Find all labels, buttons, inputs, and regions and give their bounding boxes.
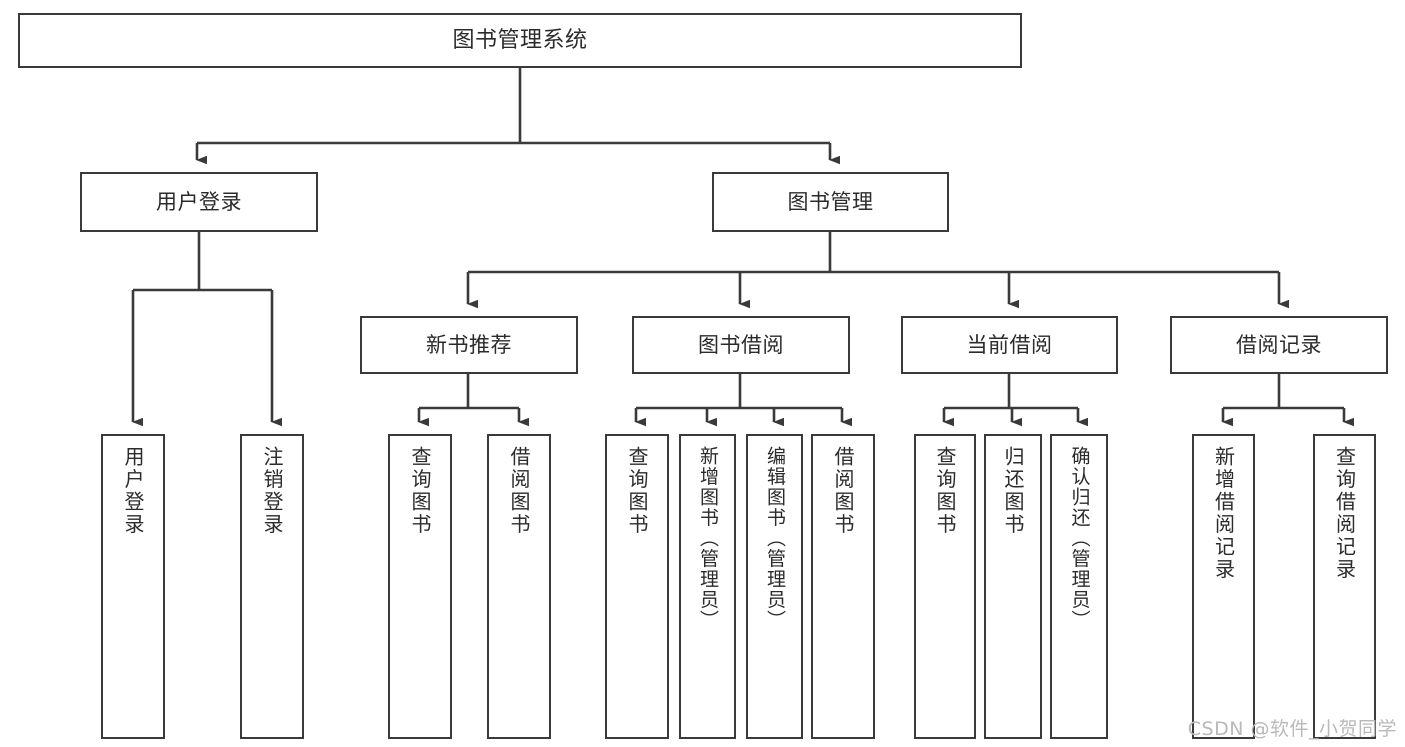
node-query-book-current[interactable]: 查询图书 [914,434,976,739]
node-current-borrow[interactable]: 当前借阅 [901,316,1118,374]
node-add-book-admin[interactable]: 新增图书（管理员） [679,434,736,739]
node-query-book-current-label: 查询图书 [933,446,957,536]
node-add-borrow-record-label: 新增借阅记录 [1211,446,1236,581]
node-query-book-rec-label: 查询图书 [408,446,432,536]
node-return-book[interactable]: 归还图书 [984,434,1042,739]
node-edit-book-admin-label: 编辑图书（管理员） [764,446,786,631]
node-new-book-rec[interactable]: 新书推荐 [360,316,578,374]
node-add-book-admin-label: 新增图书（管理员） [697,446,719,631]
node-new-book-rec-label: 新书推荐 [426,332,512,357]
node-user-logout-leaf[interactable]: 注销登录 [240,434,304,739]
node-query-book-rec[interactable]: 查询图书 [388,434,452,739]
node-user-login-leaf-label: 用户登录 [121,446,145,536]
node-book-borrow[interactable]: 图书借阅 [632,316,850,374]
node-user-login[interactable]: 用户登录 [80,172,318,232]
node-add-borrow-record[interactable]: 新增借阅记录 [1192,434,1255,739]
node-book-borrow-label: 图书借阅 [698,332,784,357]
node-borrow-book-action-label: 借阅图书 [831,446,855,536]
node-edit-book-admin[interactable]: 编辑图书（管理员） [746,434,803,739]
node-user-logout-leaf-label: 注销登录 [260,446,284,536]
node-borrow-book-rec[interactable]: 借阅图书 [487,434,551,739]
node-query-book-borrow-label: 查询图书 [625,446,649,536]
node-root[interactable]: 图书管理系统 [18,13,1022,68]
node-user-login-leaf[interactable]: 用户登录 [101,434,165,739]
node-borrow-record[interactable]: 借阅记录 [1170,316,1388,374]
node-root-label: 图书管理系统 [452,27,588,53]
node-query-borrow-record-label: 查询借阅记录 [1332,446,1357,581]
node-book-manage-label: 图书管理 [787,189,874,214]
node-query-book-borrow[interactable]: 查询图书 [605,434,669,739]
node-user-login-label: 用户登录 [156,189,242,214]
node-current-borrow-label: 当前借阅 [966,332,1053,357]
node-query-borrow-record[interactable]: 查询借阅记录 [1313,434,1376,739]
node-confirm-return-admin-label: 确认归还（管理员） [1068,446,1091,631]
node-return-book-label: 归还图书 [1001,446,1025,536]
node-book-manage[interactable]: 图书管理 [712,172,949,232]
node-confirm-return-admin[interactable]: 确认归还（管理员） [1050,434,1108,739]
watermark-text: CSDN @软件_小贺同学 [1187,718,1397,740]
node-borrow-record-label: 借阅记录 [1236,332,1322,357]
node-borrow-book-action[interactable]: 借阅图书 [811,434,875,739]
node-borrow-book-rec-label: 借阅图书 [507,446,531,536]
